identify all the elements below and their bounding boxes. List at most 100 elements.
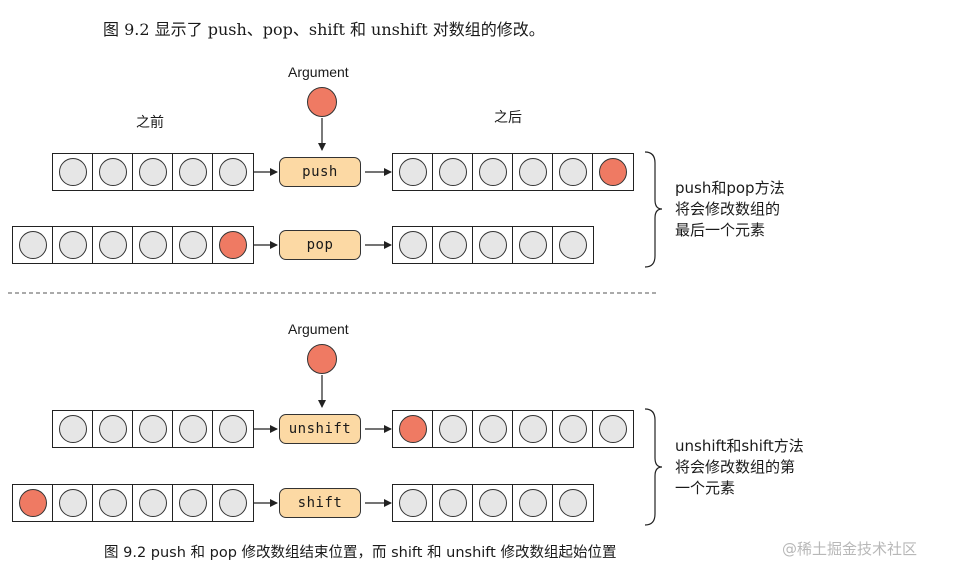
- unshift-method-box: unshift: [279, 414, 361, 444]
- array-cell: [593, 154, 633, 190]
- array-cell: [433, 154, 473, 190]
- array-element: [178, 231, 207, 259]
- array-element: [518, 231, 547, 259]
- array-cell: [213, 154, 253, 190]
- array-shift-after: [392, 484, 594, 522]
- array-cell: [213, 411, 253, 447]
- pop-method-box: pop: [279, 230, 361, 260]
- note-bottom-line-2: 将会修改数组的第: [675, 458, 796, 476]
- array-element: [478, 231, 507, 259]
- shift-method-box: shift: [279, 488, 361, 518]
- array-unshift-before: [52, 410, 254, 448]
- array-cell: [433, 485, 473, 521]
- array-cell: [473, 411, 513, 447]
- array-cell: [393, 411, 433, 447]
- array-cell: [173, 485, 213, 521]
- array-cell: [553, 485, 593, 521]
- array-cell: [133, 485, 173, 521]
- argument-element-top: [307, 87, 337, 117]
- array-element: [478, 489, 507, 517]
- before-label: 之前: [136, 115, 164, 131]
- array-cell: [93, 154, 133, 190]
- array-element: [558, 415, 587, 443]
- after-label: 之后: [494, 110, 522, 126]
- note-bottom-line-3: 一个元素: [675, 479, 736, 497]
- array-cell: [433, 227, 473, 263]
- array-pop-after: [392, 226, 594, 264]
- array-element: [138, 415, 167, 443]
- array-element: [138, 231, 167, 259]
- array-element: [58, 489, 87, 517]
- array-cell: [93, 411, 133, 447]
- array-cell: [513, 154, 553, 190]
- array-cell: [513, 411, 553, 447]
- array-cell: [13, 227, 53, 263]
- highlighted-element: [18, 489, 47, 517]
- array-element: [478, 415, 507, 443]
- array-element: [98, 489, 127, 517]
- array-cell: [553, 227, 593, 263]
- array-cell: [53, 227, 93, 263]
- array-element: [559, 231, 587, 259]
- array-cell: [173, 227, 213, 263]
- array-shift-before: [12, 484, 254, 522]
- array-cell: [513, 227, 553, 263]
- argument-element-bottom: [307, 344, 337, 374]
- array-element: [518, 158, 547, 186]
- note-bottom: unshift和shift方法 将会修改数组的第 一个元素: [675, 436, 804, 499]
- array-element: [178, 489, 207, 517]
- array-cell: [53, 411, 93, 447]
- array-cell: [513, 485, 553, 521]
- array-element: [18, 231, 47, 259]
- array-cell: [393, 485, 433, 521]
- array-element: [398, 231, 427, 259]
- array-element: [558, 158, 587, 186]
- array-cell: [133, 227, 173, 263]
- argument-label-top: Argument: [288, 64, 349, 80]
- array-element: [438, 231, 467, 259]
- array-cell: [93, 485, 133, 521]
- array-element: [438, 415, 467, 443]
- array-cell: [593, 411, 633, 447]
- array-cell: [133, 411, 173, 447]
- array-cell: [53, 154, 93, 190]
- array-element: [438, 158, 467, 186]
- highlighted-element: [398, 415, 427, 443]
- array-unshift-after: [392, 410, 634, 448]
- page-heading: 图 9.2 显示了 push、pop、shift 和 unshift 对数组的修…: [103, 20, 545, 39]
- push-method-box: push: [279, 157, 361, 187]
- note-bottom-line-1: unshift和shift方法: [675, 437, 804, 455]
- array-element: [219, 158, 247, 186]
- array-element: [219, 415, 247, 443]
- array-cell: [53, 485, 93, 521]
- array-element: [478, 158, 507, 186]
- array-element: [559, 489, 587, 517]
- argument-label-bottom: Argument: [288, 321, 349, 337]
- array-element: [398, 158, 427, 186]
- array-pop-before: [12, 226, 254, 264]
- brace-bottom: [644, 408, 663, 526]
- array-element: [518, 489, 547, 517]
- array-element: [58, 231, 87, 259]
- note-top-line-3: 最后一个元素: [675, 221, 766, 239]
- array-cell: [433, 411, 473, 447]
- array-cell: [553, 411, 593, 447]
- array-element: [398, 489, 427, 517]
- array-element: [219, 489, 247, 517]
- highlighted-element: [219, 231, 247, 259]
- figure-caption: 图 9.2 push 和 pop 修改数组结束位置，而 shift 和 unsh…: [104, 545, 617, 561]
- array-element: [58, 158, 87, 186]
- array-element: [58, 415, 87, 443]
- array-element: [98, 231, 127, 259]
- array-cell: [213, 227, 253, 263]
- array-element: [98, 415, 127, 443]
- note-top-line-2: 将会修改数组的: [675, 200, 781, 218]
- note-top-line-1: push和pop方法: [675, 179, 785, 197]
- array-element: [138, 489, 167, 517]
- array-cell: [473, 485, 513, 521]
- array-cell: [393, 154, 433, 190]
- array-element: [178, 415, 207, 443]
- array-element: [518, 415, 547, 443]
- watermark: @稀土掘金技术社区: [782, 540, 918, 558]
